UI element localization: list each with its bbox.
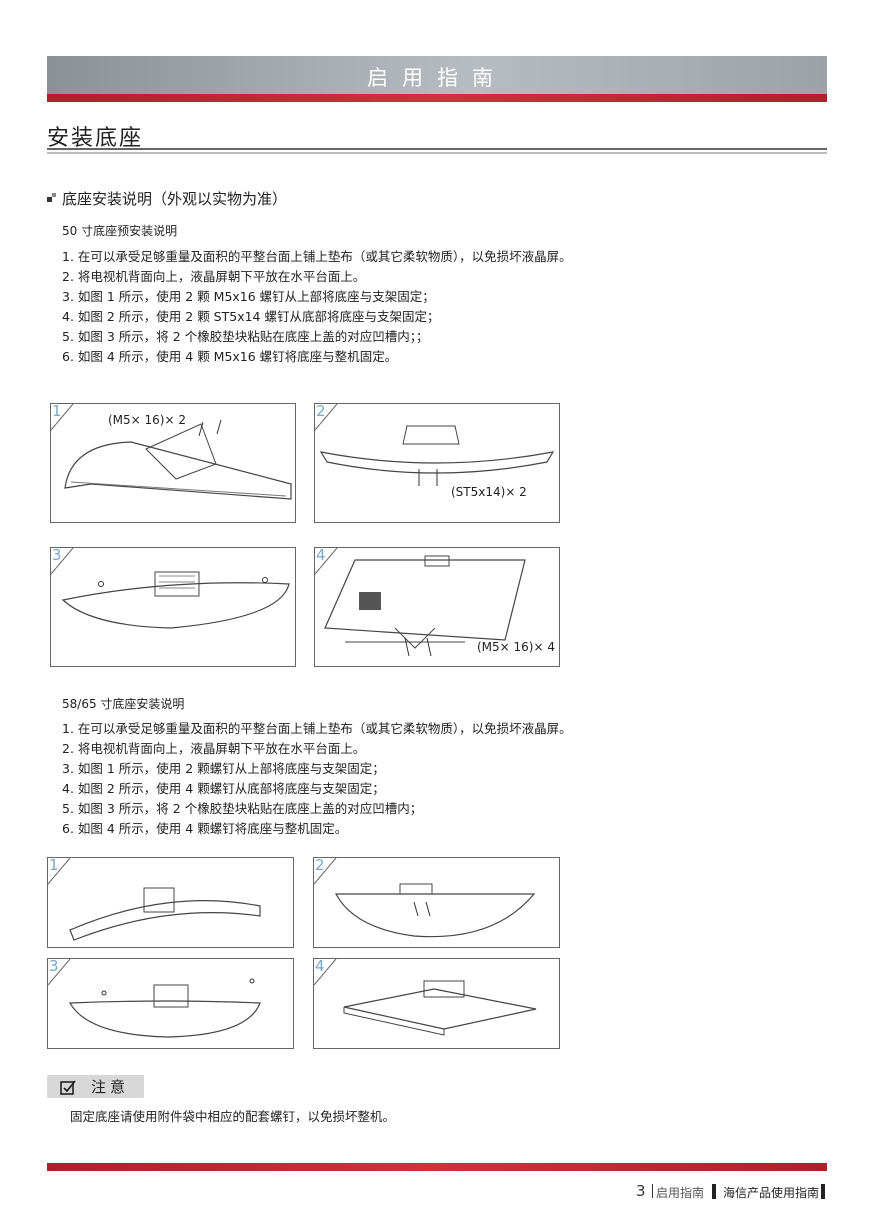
step-item: 3. 如图 1 所示，使用 2 颗螺钉从上部将底座与支架固定； xyxy=(62,761,385,776)
step-item: 6. 如图 4 所示，使用 4 颗 M5x16 螺钉将底座与整机固定。 xyxy=(62,349,398,364)
step-item: 6. 如图 4 所示，使用 4 颗螺钉将底座与整机固定。 xyxy=(62,821,348,836)
tv-back-illustration xyxy=(315,548,526,657)
figure-50-2 xyxy=(314,403,560,523)
figure-58-4 xyxy=(313,958,560,1049)
bullet-squares-icon xyxy=(47,193,56,202)
block50-heading: 50 寸底座预安装说明 xyxy=(62,224,178,238)
step-item: 2. 将电视机背面向上，液晶屏朝下平放在水平台面上。 xyxy=(62,269,366,284)
base-assembly-illustration xyxy=(48,858,261,941)
block58-heading: 58/65 寸底座安装说明 xyxy=(62,697,185,711)
footer-divider xyxy=(652,1184,653,1198)
tv-back-illustration xyxy=(314,959,537,1036)
figure-screw-label: (M5× 16)× 2 xyxy=(108,413,186,427)
footer-bar xyxy=(821,1184,825,1199)
figure-number: 1 xyxy=(52,402,62,420)
figure-50-1 xyxy=(50,403,296,523)
figure-50-3 xyxy=(50,547,296,667)
figure-number: 3 xyxy=(49,957,59,975)
header-bar: 启用指南 xyxy=(47,56,827,94)
figure-number: 3 xyxy=(52,546,62,564)
figure-number: 2 xyxy=(316,402,326,420)
figure-58-1 xyxy=(47,857,294,948)
note-box xyxy=(47,1075,144,1098)
footer-manual: 海信产品使用指南 xyxy=(723,1186,820,1200)
section-title: 安装底座 xyxy=(47,126,144,151)
section-rule-light xyxy=(47,152,827,154)
footer-section: 启用指南 xyxy=(656,1186,705,1200)
note-text: 固定底座请使用附件袋中相应的配套螺钉，以免损坏整机。 xyxy=(70,1109,396,1124)
block50-steps: 1. 在可以承受足够重量及面积的平整台面上铺上垫布（或其它柔软物质），以免损坏液… xyxy=(62,247,572,367)
base-assembly-illustration xyxy=(48,959,261,1038)
footer-bar xyxy=(712,1184,716,1199)
figure-50-4 xyxy=(314,547,560,667)
checkbox-pen-icon xyxy=(60,1080,76,1095)
figure-58-2 xyxy=(313,857,560,948)
figure-number: 4 xyxy=(315,957,325,975)
figure-number: 1 xyxy=(49,856,59,874)
base-assembly-illustration xyxy=(315,404,555,486)
step-item: 2. 将电视机背面向上，液晶屏朝下平放在水平台面上。 xyxy=(62,741,366,756)
step-item: 4. 如图 2 所示，使用 2 颗 ST5x14 螺钉从底部将底座与支架固定； xyxy=(62,309,440,324)
footer-accent-stripe xyxy=(47,1163,827,1171)
base-assembly-illustration xyxy=(51,548,290,629)
base-assembly-illustration xyxy=(314,858,536,938)
figure-58-3 xyxy=(47,958,294,1049)
figure-number: 2 xyxy=(315,856,325,874)
header-accent-stripe xyxy=(47,94,827,102)
header-title: 启用指南 xyxy=(367,66,507,90)
block58-steps: 1. 在可以承受足够重量及面积的平整台面上铺上垫布（或其它柔软物质），以免损坏液… xyxy=(62,719,572,839)
step-item: 4. 如图 2 所示，使用 4 颗螺钉从底部将底座与支架固定； xyxy=(62,781,385,796)
figure-screw-label: (ST5x14)× 2 xyxy=(451,485,527,499)
page-number: 3 xyxy=(636,1182,646,1200)
figure-number: 4 xyxy=(316,546,326,564)
subsection-title: 底座安装说明（外观以实物为准） xyxy=(62,190,288,208)
note-title: 注意 xyxy=(91,1078,130,1096)
step-item: 1. 在可以承受足够重量及面积的平整台面上铺上垫布（或其它柔软物质），以免损坏液… xyxy=(62,249,572,264)
step-item: 3. 如图 1 所示，使用 2 颗 M5x16 螺钉从上部将底座与支架固定； xyxy=(62,289,435,304)
section-rule xyxy=(47,148,827,150)
base-assembly-illustration xyxy=(51,404,292,500)
figure-screw-label: (M5× 16)× 4 xyxy=(477,640,555,654)
step-item: 1. 在可以承受足够重量及面积的平整台面上铺上垫布（或其它柔软物质），以免损坏液… xyxy=(62,721,572,736)
step-item: 5. 如图 3 所示，将 2 个橡胶垫块粘贴在底座上盖的对应凹槽内； xyxy=(62,801,423,816)
step-item: 5. 如图 3 所示，将 2 个橡胶垫块粘贴在底座上盖的对应凹槽内；； xyxy=(62,329,429,344)
